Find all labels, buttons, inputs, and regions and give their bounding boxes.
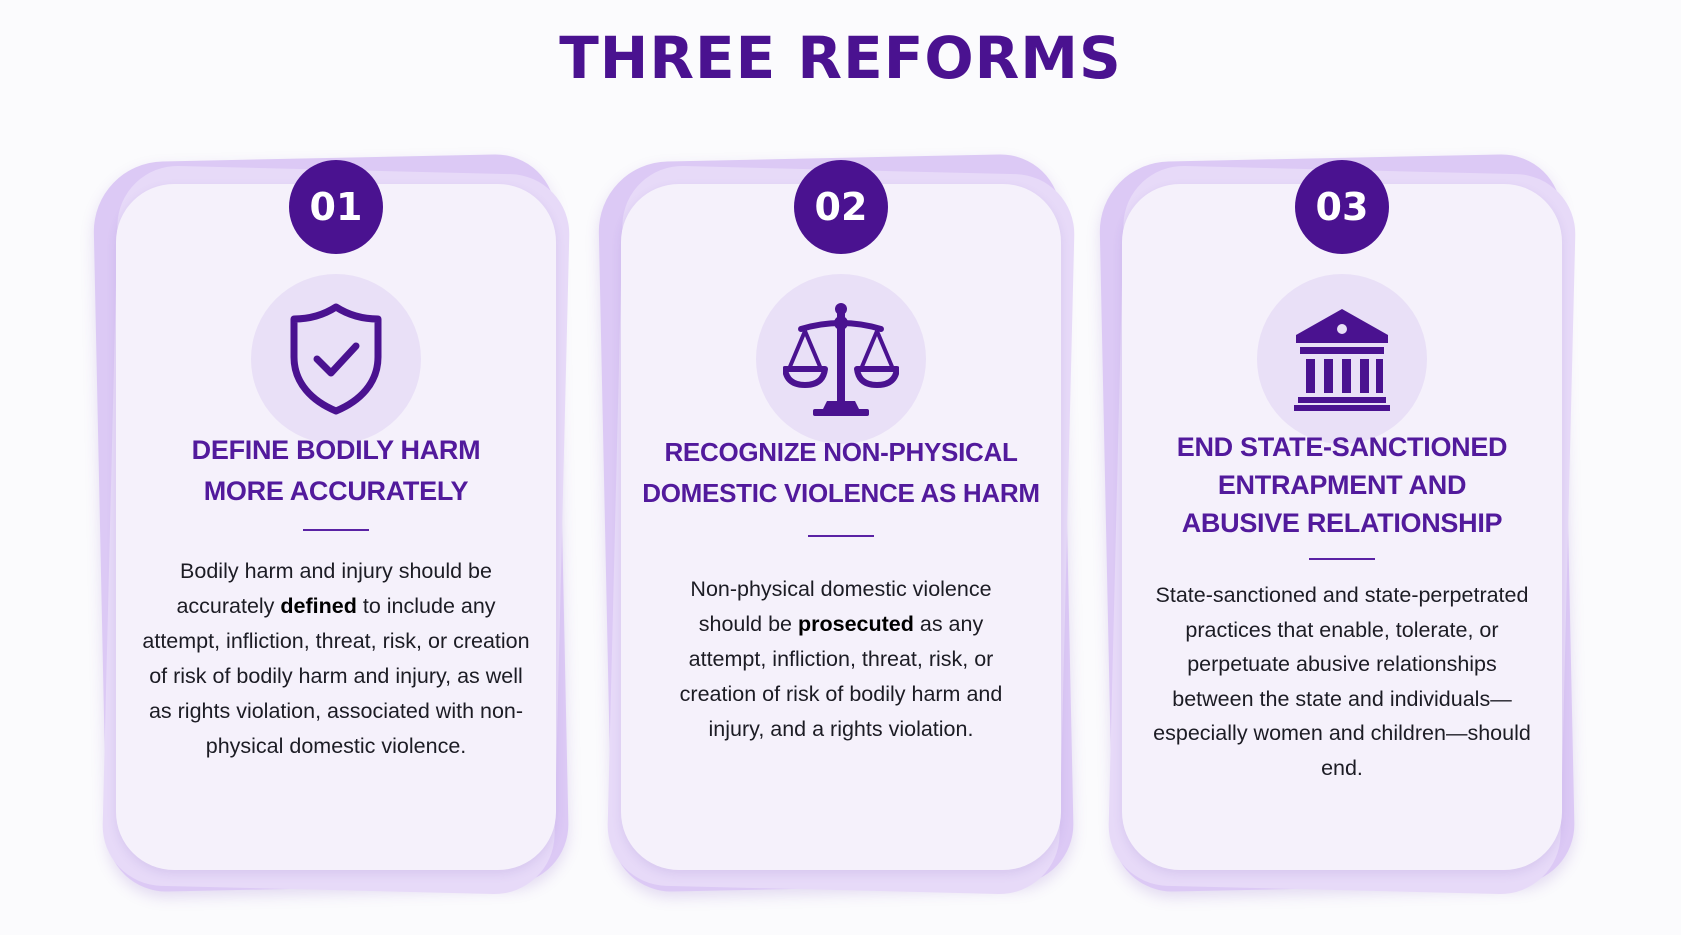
divider (303, 529, 369, 531)
reform-card-3: 03 END STATE-SANCTIONED ENTRAPMENT (1098, 150, 1577, 896)
reform-heading: DEFINE BODILY HARM MORE ACCURATELY (191, 435, 481, 506)
reform-card-3-panel: 03 END STATE-SANCTIONED ENTRAPMENT (1122, 160, 1562, 870)
reform-heading: END STATE-SANCTIONED ENTRAPMENT AND ABUS… (1176, 432, 1508, 538)
reform-card-1-panel: 01 DEFINE BODILY HARM MORE ACCURATELY Bo… (116, 160, 556, 870)
scales-of-justice-icon (783, 303, 899, 416)
reform-description: Non-physical domestic violence should be… (679, 577, 1003, 741)
reform-number-badge: 02 (794, 160, 888, 254)
icon-circle (756, 274, 926, 444)
divider (1309, 558, 1375, 560)
icon-circle (1257, 274, 1427, 444)
reform-card-2-panel: 02 RECOGNIZE NON-PHYSICAL DOMESTIC (621, 160, 1061, 870)
reform-number-badge: 01 (289, 160, 383, 254)
reform-heading: RECOGNIZE NON-PHYSICAL DOMESTIC VIOLENCE… (642, 437, 1040, 508)
reform-card-2: 02 RECOGNIZE NON-PHYSICAL DOMESTIC (597, 150, 1076, 896)
divider (808, 535, 874, 537)
reform-card-1: 01 DEFINE BODILY HARM MORE ACCURATELY Bo… (92, 150, 571, 896)
courthouse-icon (1294, 309, 1390, 411)
shield-check-icon (290, 303, 382, 415)
reform-description: Bodily harm and injury should be accurat… (142, 559, 530, 758)
reform-description: State-sanctioned and state-perpetrated p… (1153, 583, 1531, 780)
page-title: THREE REFORMS (559, 24, 1122, 92)
reform-number-badge: 03 (1295, 160, 1389, 254)
icon-circle (251, 274, 421, 444)
